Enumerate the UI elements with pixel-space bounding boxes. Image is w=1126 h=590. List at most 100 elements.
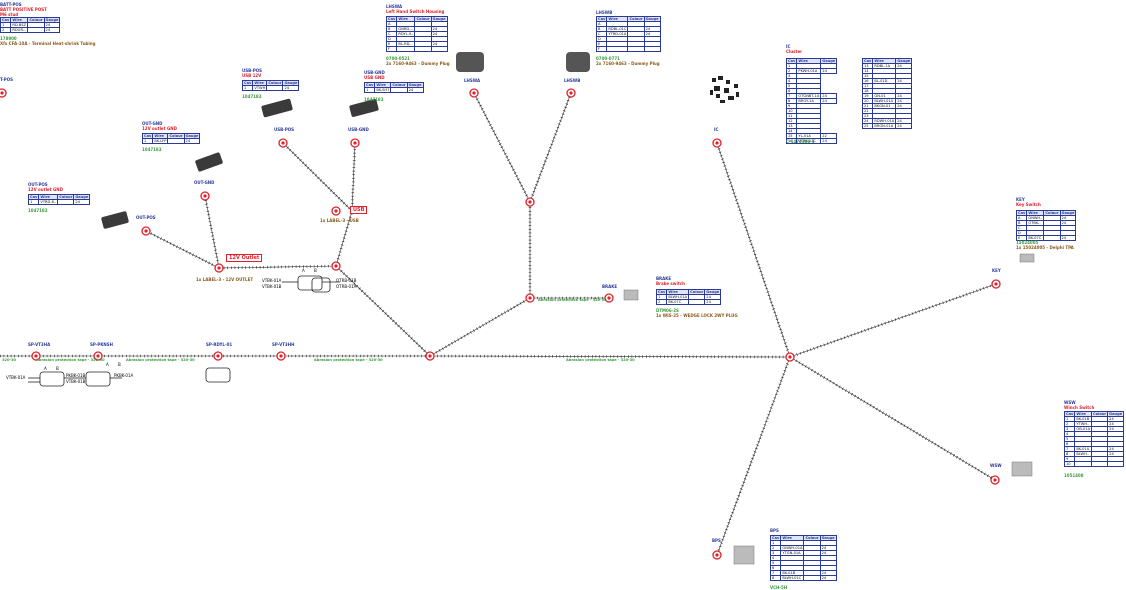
table-cell	[57, 199, 75, 205]
connector-pin-dot	[281, 141, 285, 145]
splice-pin-a-2: A	[106, 362, 109, 367]
table-header-cell: Gauge	[282, 80, 300, 86]
table-row: F	[595, 46, 661, 52]
usb-tag: USB	[350, 206, 368, 214]
key-pin: KEY	[992, 268, 1001, 273]
table-cell: OTGNBT-1A	[796, 93, 822, 99]
table-header-cell: Gauge	[406, 82, 424, 88]
table-cell: 2	[0, 27, 12, 33]
ic-desc: Cluster	[786, 49, 803, 54]
connector-pin-dot	[334, 264, 338, 268]
usb-pos-id: USB-POS	[242, 68, 263, 73]
table-header-cell: Cav	[595, 16, 608, 22]
table-cell: 24	[820, 68, 838, 74]
table-header-cell: Colour	[1043, 210, 1061, 216]
lhswa-plug: 2x 7160-9463 - Dummy Plug	[386, 61, 450, 66]
ic-pin: IC	[714, 127, 719, 132]
table-cell: OB-01A	[1074, 426, 1093, 432]
wire-bundle-core	[145, 230, 220, 269]
connector-image-lhsw	[456, 52, 590, 72]
wire-bundle-core	[789, 356, 996, 481]
table-header-cell: Gauge	[820, 58, 838, 64]
table-header-cell: Colour	[57, 194, 75, 200]
connector-pin-dot	[715, 553, 719, 557]
table-cell: 1	[141, 138, 154, 144]
connector-pin-dot	[216, 354, 220, 358]
table-cell: 24	[406, 87, 424, 93]
table-header-cell: Cav	[0, 17, 12, 23]
table-header-cell: Cav	[655, 289, 668, 295]
connector-pin-dot	[0, 91, 4, 95]
table-cell: YTWH..	[1074, 421, 1093, 427]
table-cell: F	[385, 46, 398, 52]
table-cell	[414, 46, 432, 52]
table-cell: BLWH-01A	[872, 98, 897, 104]
table-cell: 24	[43, 27, 61, 33]
connector-image-ic	[710, 76, 739, 103]
table-cell	[430, 46, 448, 52]
outlet-tag: 12V Outlet	[226, 254, 263, 262]
bps-id: BPS	[770, 528, 779, 533]
splice-pin-b-3: B	[314, 268, 317, 273]
table-header-cell: Colour	[266, 80, 284, 86]
splice-part-7: OTRB-01B	[336, 278, 357, 283]
table-cell: F	[595, 46, 608, 52]
connector-pin-dot	[569, 91, 573, 95]
table-cell: RDYL-0..	[396, 31, 416, 37]
wire-bundle-core	[716, 142, 791, 358]
table-cell	[627, 46, 645, 52]
table-cell	[1074, 461, 1093, 467]
splice-part-4: VTBK-01B	[66, 379, 86, 384]
table-row: 10	[1063, 461, 1125, 467]
tape-label-2: Abrasion protection tape - 320-30	[36, 358, 105, 362]
table-cell: BLWH-01C	[780, 575, 805, 581]
wire-bundle-core	[429, 355, 791, 358]
lhswa-desc: Left Hand Switch Housing	[386, 9, 445, 14]
wire-bundle-core	[335, 265, 431, 357]
bat-pos-part: 178900	[0, 36, 17, 41]
table-header-cell: Cav	[141, 133, 154, 139]
table-cell: RDGR-..	[10, 27, 29, 33]
connector-pin-dot	[334, 209, 338, 213]
wsw-pin: WSW	[990, 463, 1002, 468]
table-cell: GNWH..	[1026, 215, 1045, 221]
table-cell: 24	[1059, 235, 1077, 241]
key-part: 15024005	[1016, 240, 1039, 245]
connector-pin-dot	[607, 296, 611, 300]
usb-pos-part: 1047183	[242, 94, 262, 99]
table-header-cell: Gauge	[73, 194, 91, 200]
table-cell: 24	[704, 299, 722, 305]
table-cell: 16	[785, 138, 798, 144]
connector-pin-dot	[203, 194, 207, 198]
bat-pos-sub: M6 stud	[0, 12, 19, 17]
splice-pin-a-1: A	[44, 366, 47, 371]
bat-pos-id: BATT-POS	[0, 2, 22, 7]
splice-part-1: VTBK-01A	[6, 375, 26, 380]
connector-pin-dot	[279, 354, 283, 358]
key-desc: Key Switch	[1016, 202, 1041, 207]
table-cell	[27, 27, 45, 33]
table-cell: 24	[819, 575, 837, 581]
table-cell	[688, 299, 706, 305]
wsw-id: WSW	[1064, 400, 1076, 405]
connector-pin-dot	[353, 141, 357, 145]
connector-pin-dot	[96, 354, 100, 358]
wire-bundle-core	[716, 356, 791, 556]
connector-pin-dot	[715, 141, 719, 145]
lhswa-part: 0700-0521	[386, 56, 410, 61]
table-cell	[266, 85, 284, 91]
table-cell: E	[1015, 235, 1028, 241]
splice-label-1: SP-VT3HA	[28, 342, 51, 347]
tape-label-3: Abrasion protection tape - 320-30	[126, 358, 195, 362]
